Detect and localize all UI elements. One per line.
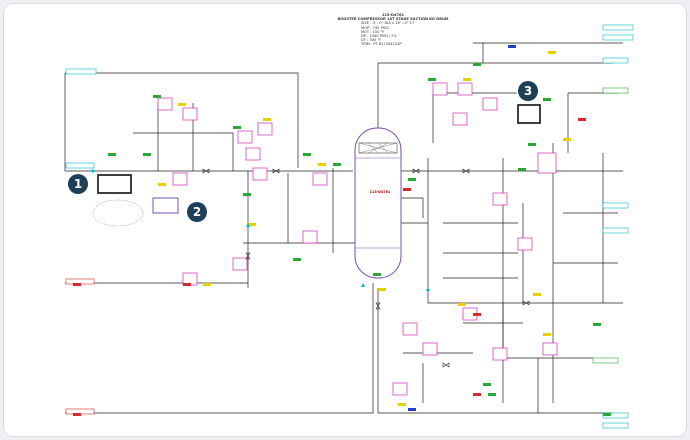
spec-line: SIZE : 3' - 0" DIA x 16' - 0" T-T	[361, 21, 415, 26]
callout-marker-1[interactable]: 1	[68, 174, 88, 194]
callout-marker-2[interactable]: 2	[187, 202, 207, 222]
title-name: BOOSTER COMPRESSOR 1ST STAGE SUCTION KO …	[337, 17, 449, 22]
spec-line: MOT : 100 °F	[361, 29, 385, 34]
pid-drawing	[64, 24, 634, 429]
spec-line: MOP : 740 PSIG	[361, 25, 389, 30]
spec-line: DP : 1440 PSIG / F.V.	[361, 34, 398, 39]
callout-marker-3[interactable]: 3	[518, 81, 538, 101]
diagram-canvas: 115-D4761 BOOSTER COMPRESSOR 1ST STAGE S…	[3, 3, 687, 437]
upper-line	[65, 72, 299, 168]
equipment-box-3	[517, 104, 541, 124]
spec-line: TRIM : PT 61740412SP	[361, 42, 402, 47]
spec-line: DT : 300 °F	[361, 38, 382, 43]
title-block: 115-D4761 BOOSTER COMPRESSOR 1ST STAGE S…	[333, 13, 453, 47]
ko-drum-vessel	[354, 127, 402, 279]
vessel-label: 115-D4761	[369, 190, 391, 194]
equipment-box-1	[97, 174, 132, 194]
title-tag: 115-D4761	[382, 13, 404, 17]
equipment-box-2	[152, 197, 179, 214]
